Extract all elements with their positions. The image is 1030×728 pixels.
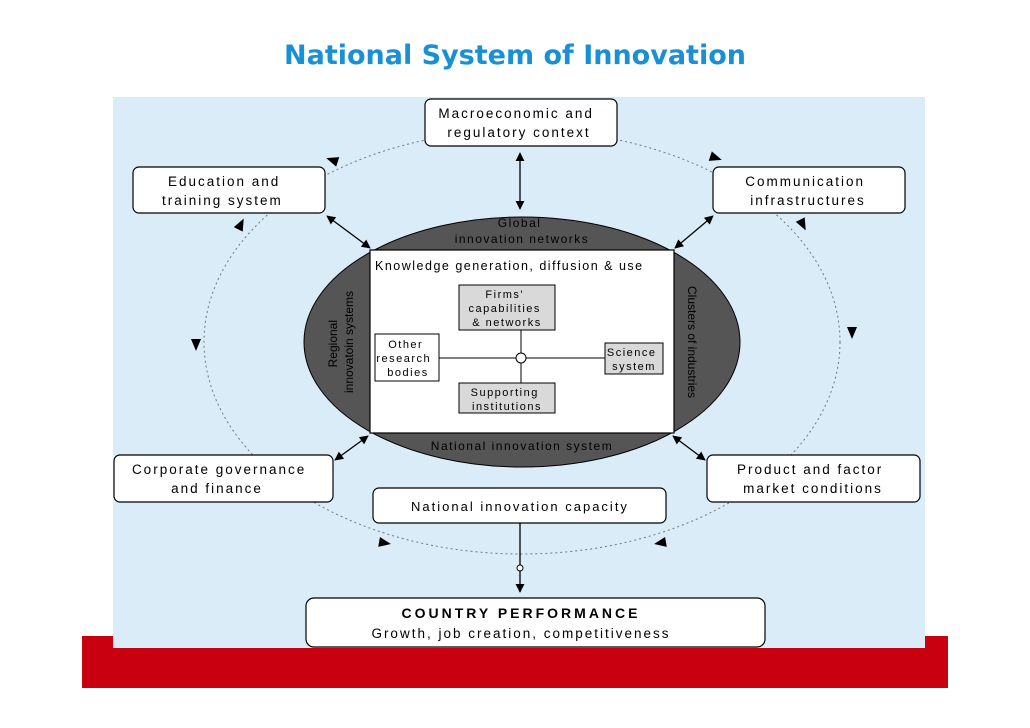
arrow-product (672, 435, 706, 461)
inner-junction (515, 352, 527, 364)
supporting-box (458, 382, 556, 414)
other-research-label: Other research bodies (376, 339, 435, 379)
arrow-communication (674, 215, 714, 249)
performance-junction (516, 564, 524, 572)
global-networks-label: Global innovation networks (455, 216, 590, 246)
national-system-label: National innovation system (431, 439, 613, 453)
capacity-label: National innovation capacity (411, 499, 629, 514)
corporate-box (113, 454, 334, 503)
knowledge-heading: Knowledge generation, diffusion & use (375, 259, 644, 273)
arrow-education (326, 215, 371, 249)
macro-label: Macroeconomic and regulatory context (438, 106, 599, 140)
supporting-label: Supporting institutions (471, 387, 544, 413)
regional-systems-label: Regional innovatoin systems (326, 291, 356, 393)
product-box (706, 454, 921, 503)
other-research-box (374, 333, 440, 382)
education-box (132, 166, 326, 214)
capacity-box (372, 487, 667, 524)
orbit-arrowheads (191, 151, 857, 547)
firms-label: Firms' capabilities & networks (469, 289, 546, 329)
product-label: Product and factor market conditions (737, 462, 889, 496)
page-title: National System of Innovation (284, 40, 746, 71)
performance-box (305, 597, 766, 648)
communication-label: Communication infrastructures (745, 174, 871, 208)
corporate-label: Corporate governance and finance (132, 462, 312, 496)
performance-title: COUNTRY PERFORMANCE (401, 605, 640, 621)
performance-subtitle: Growth, job creation, competitiveness (371, 626, 670, 641)
firms-box (458, 284, 556, 331)
science-box (604, 342, 664, 375)
macro-box (424, 98, 618, 147)
arrow-corporate (334, 435, 369, 461)
clusters-label: Clusters of industries (685, 286, 699, 398)
science-label: Science system (607, 347, 661, 373)
communication-box (712, 166, 906, 214)
education-label: Education and training system (162, 174, 286, 208)
